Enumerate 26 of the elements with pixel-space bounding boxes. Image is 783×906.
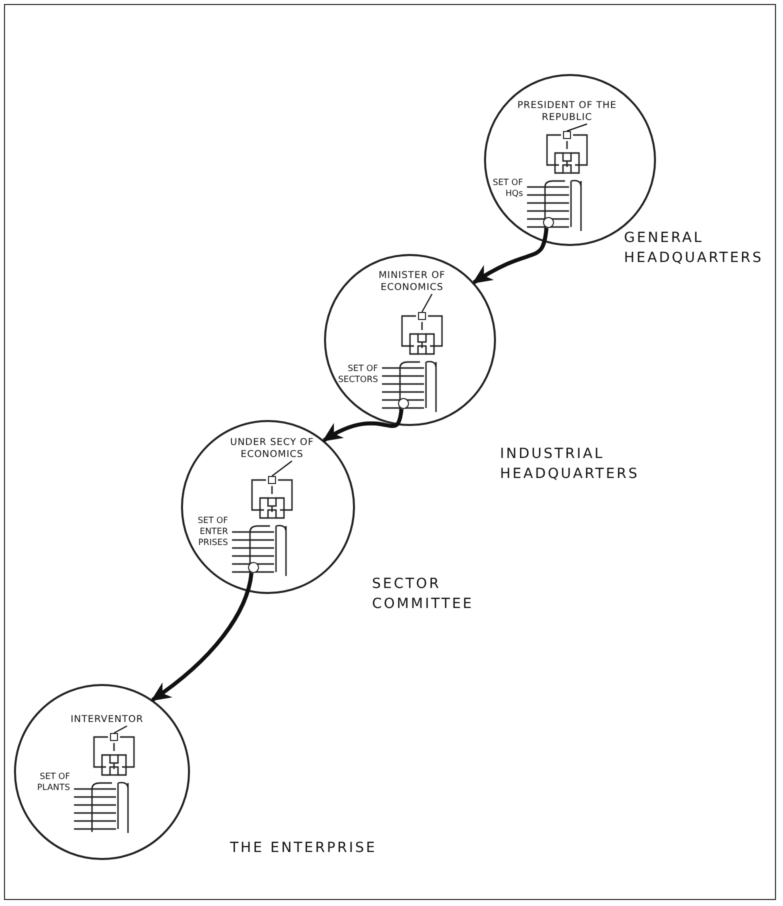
output-node xyxy=(398,398,409,409)
set-label: SET OF SECTORS xyxy=(318,364,378,386)
arrow xyxy=(322,408,404,442)
arrow xyxy=(472,228,548,284)
output-node xyxy=(248,562,259,573)
set-label: SET OF HQs xyxy=(475,178,523,200)
top-box xyxy=(110,733,118,741)
leader-line xyxy=(114,725,128,734)
top-box xyxy=(563,131,571,139)
level-caption: INDUSTRIAL HEADQUARTERS xyxy=(500,445,640,484)
leader-line xyxy=(566,123,588,132)
leader-line xyxy=(272,460,292,476)
set-label: SET OF ENTER PRISES xyxy=(172,516,228,549)
position-label: INTERVENTOR xyxy=(52,714,162,726)
top-box xyxy=(418,312,426,320)
top-box xyxy=(268,476,276,484)
position-label: UNDER SECY OF ECONOMICS xyxy=(202,437,342,461)
output-node xyxy=(543,217,554,228)
position-label: PRESIDENT OF THE REPUBLIC xyxy=(502,100,632,124)
arrow xyxy=(150,572,254,702)
leader-line xyxy=(421,294,433,312)
level-caption: GENERAL HEADQUARTERS xyxy=(624,229,764,268)
set-label: SET OF PLANTS xyxy=(16,772,70,794)
position-label: MINISTER OF ECONOMICS xyxy=(347,270,477,294)
level-caption: THE ENTERPRISE xyxy=(230,839,378,858)
level-caption: SECTOR COMMITTEE xyxy=(372,575,475,614)
